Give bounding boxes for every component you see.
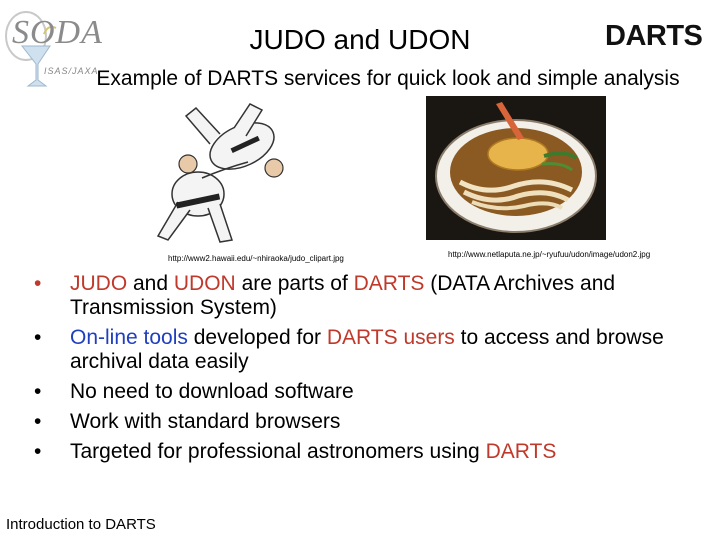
online-tools-word: On-line tools bbox=[70, 326, 188, 349]
bullet-item: • On-line tools developed for DARTS user… bbox=[28, 326, 688, 374]
bullet-marker: • bbox=[34, 410, 42, 433]
soda-logo bbox=[4, 6, 108, 90]
bullet-item: • No need to download software bbox=[28, 380, 688, 404]
slide-title: JUDO and UDON bbox=[249, 24, 471, 55]
bullet-text: and bbox=[127, 272, 174, 295]
bullet-text: Work with standard browsers bbox=[70, 410, 341, 433]
bullet-text: (DATA Archives and Transmission System) bbox=[70, 272, 616, 319]
udon-image-url: http://www.netlaputa.ne.jp/~ryufuu/udon/… bbox=[448, 250, 651, 259]
darts-word: DARTS bbox=[485, 440, 557, 463]
bullet-text: to access and browse archival data easil… bbox=[70, 326, 664, 373]
bullet-text: No need to download software bbox=[70, 380, 354, 403]
udon-word: UDON bbox=[173, 272, 236, 295]
judo-word: JUDO bbox=[70, 272, 128, 295]
slide-subtitle: Example of DARTS services for quick look… bbox=[96, 67, 680, 90]
bullet-marker: • bbox=[34, 440, 42, 463]
bullet-item: • Work with standard browsers bbox=[28, 410, 688, 434]
bullet-text: developed for bbox=[187, 326, 327, 349]
bullet-marker: • bbox=[34, 380, 42, 403]
soda-logo-subtext: ISAS/JAXA bbox=[44, 66, 99, 76]
darts-word: DARTS bbox=[353, 272, 425, 295]
judo-image-url: http://www2.hawaii.edu/~nhiraoka/judo_cl… bbox=[168, 254, 344, 263]
darts-users-word: DARTS users bbox=[326, 326, 455, 349]
bullet-marker: • bbox=[34, 326, 42, 349]
soda-glass-icon bbox=[5, 11, 57, 87]
bullet-text: Targeted for professional astronomers us… bbox=[70, 440, 486, 463]
slide-footer: Introduction to DARTS bbox=[6, 516, 156, 533]
soda-logo-text: SODA bbox=[12, 14, 103, 51]
bullet-list: • JUDO and UDON are parts of DARTS (DATA… bbox=[28, 272, 688, 470]
judo-image bbox=[138, 98, 306, 250]
bullet-marker: • bbox=[34, 272, 42, 295]
bullet-item: • JUDO and UDON are parts of DARTS (DATA… bbox=[28, 272, 688, 320]
udon-image bbox=[426, 96, 606, 240]
bullet-item: • Targeted for professional astronomers … bbox=[28, 440, 688, 464]
bullet-text: are parts of bbox=[235, 272, 354, 295]
darts-logo: DARTS bbox=[605, 20, 703, 52]
